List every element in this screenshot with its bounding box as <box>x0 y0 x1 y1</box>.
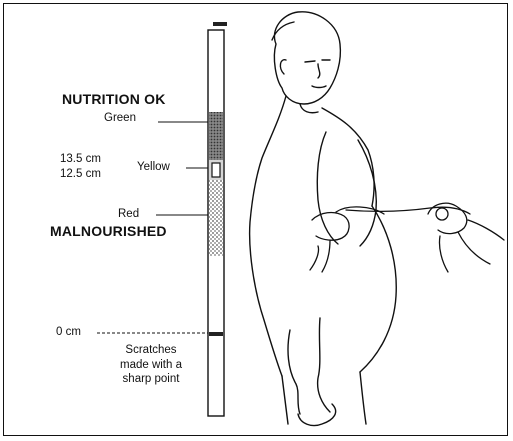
green-band <box>209 112 223 160</box>
red-label: Red <box>118 209 139 221</box>
leg-front <box>360 372 366 424</box>
zero-cm-mark <box>209 332 223 336</box>
chin-line <box>300 104 318 113</box>
scratches-line-1: Scratches <box>96 345 206 357</box>
tape-end <box>436 208 448 220</box>
hand <box>298 404 336 426</box>
belly-outline <box>360 206 396 372</box>
lower-arm <box>288 330 300 414</box>
red-band <box>209 180 223 256</box>
scratches-line-3: sharp point <box>96 374 206 386</box>
eyes <box>305 60 330 62</box>
malnourished-label: MALNOURISHED <box>50 224 167 238</box>
back-outline <box>250 96 286 376</box>
leg-back <box>282 376 288 424</box>
zero-cm-label: 0 cm <box>56 327 81 339</box>
yellow-window <box>212 163 220 177</box>
tape-across-arm <box>346 207 470 214</box>
muac-strip <box>208 22 227 416</box>
right-hand <box>428 203 504 272</box>
ear <box>280 60 286 74</box>
scratches-line-2: made with a <box>96 360 206 372</box>
scratches-note: Scratches made with a sharp point <box>96 345 206 386</box>
yellow-label: Yellow <box>137 162 170 174</box>
nose <box>318 64 320 78</box>
cm-upper-label: 13.5 cm <box>60 154 101 166</box>
lower-arm-front <box>318 318 330 412</box>
left-hand <box>310 213 349 272</box>
cm-lower-label: 12.5 cm <box>60 169 101 181</box>
nutrition-ok-label: NUTRITION OK <box>62 92 166 106</box>
upper-arm-back <box>317 132 338 244</box>
child-figure <box>250 12 397 426</box>
green-label: Green <box>104 113 136 125</box>
measuring-hands <box>310 203 504 272</box>
mouth <box>312 86 326 88</box>
strip-top-cap <box>213 22 227 26</box>
